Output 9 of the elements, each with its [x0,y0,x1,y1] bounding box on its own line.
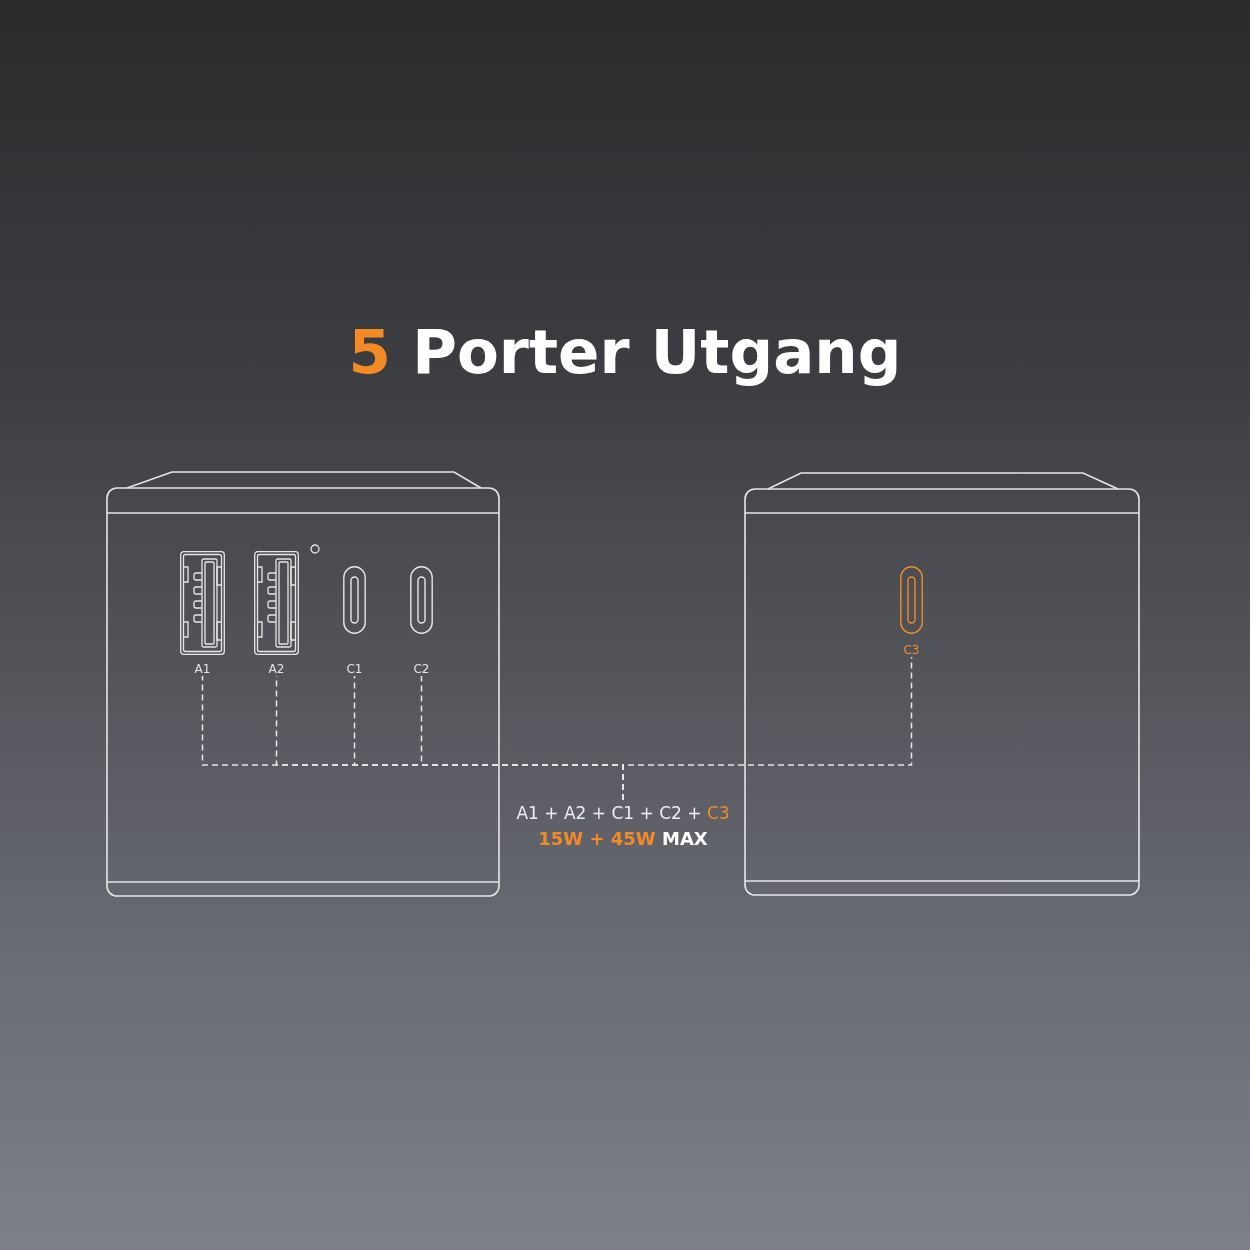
port-combination-text: A1 + A2 + C1 + C2 + C3 [516,802,730,825]
port-label: C2 [413,662,430,676]
port-label: A2 [268,662,285,676]
title: 5 Porter Utgang [348,318,902,386]
port-label: C1 [346,662,363,676]
dashed-connector [622,656,913,801]
port-label: A1 [194,662,211,676]
max-power-text: 15W + 45W MAX [538,827,708,851]
port-label: C3 [903,643,920,657]
